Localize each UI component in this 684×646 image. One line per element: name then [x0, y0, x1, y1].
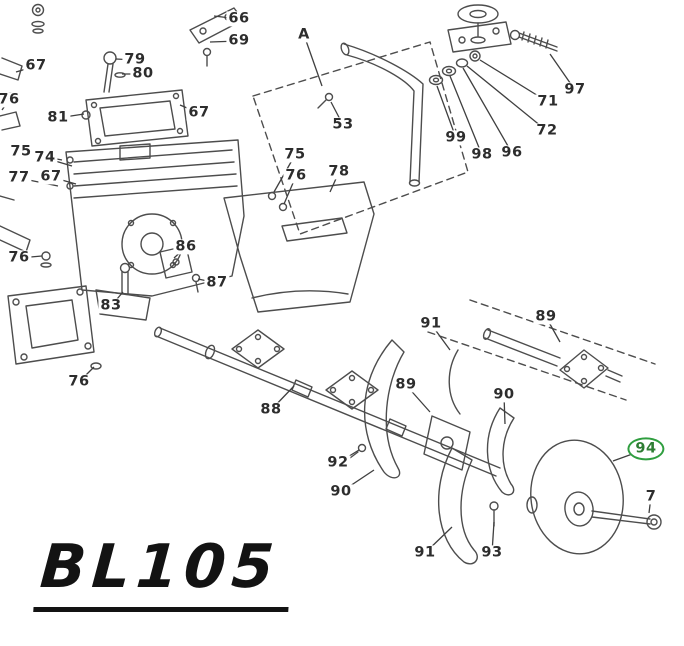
callout-67: 67: [186, 104, 212, 121]
callout-76: 76: [6, 249, 32, 266]
disc-wheel: [489, 439, 662, 555]
callout-75: 75: [8, 143, 34, 160]
leader-line: [436, 85, 457, 139]
bolt-97: [509, 29, 558, 52]
flange-plates: [231, 329, 379, 410]
callout-87: 87: [204, 274, 230, 291]
callout-97: 97: [562, 81, 588, 98]
callout-76: 76: [283, 167, 309, 184]
callout-74: 74: [32, 149, 58, 166]
callout-67: 67: [38, 168, 64, 185]
callout-78: 78: [326, 163, 352, 180]
callout-76: 76: [66, 373, 92, 390]
callout-90: 90: [328, 483, 354, 500]
tine-plane-dashed: [427, 299, 656, 401]
callout-89: 89: [533, 308, 559, 325]
assembly-plane-dashed: [252, 41, 469, 235]
leader-line: [462, 67, 513, 154]
model-number: BL105: [33, 532, 295, 612]
callout-88: 88: [258, 401, 284, 418]
callout-93: 93: [479, 544, 505, 561]
callout-69: 69: [226, 32, 252, 49]
right-shaft-89: [482, 328, 623, 389]
callout-77: 77: [6, 169, 32, 186]
carburetor-plate: [81, 89, 189, 161]
callout-76: 76: [0, 92, 22, 108]
handle-tube: [317, 42, 424, 187]
callout-91: 91: [412, 544, 438, 561]
screw-79-80: [103, 51, 126, 93]
callout-79: 79: [122, 51, 148, 68]
callout-71: 71: [535, 93, 561, 110]
callout-72: 72: [534, 122, 560, 139]
highlighted-callout-94[interactable]: 94: [627, 437, 665, 461]
bolt-83: [119, 262, 131, 295]
callout-81: 81: [45, 109, 71, 126]
callout-66: 66: [226, 10, 252, 27]
callout-89: 89: [393, 376, 419, 393]
callout-67: 67: [23, 57, 49, 74]
pulley-hardware: [428, 4, 512, 86]
callout-96: 96: [499, 144, 525, 161]
belt-guard: [223, 181, 375, 313]
callout-91: 91: [418, 315, 444, 332]
callout-98: 98: [469, 146, 495, 163]
leader-line: [449, 75, 483, 156]
left-bracket: [7, 285, 102, 370]
edge-parts-left: [0, 57, 52, 268]
callout-92: 92: [325, 454, 351, 471]
callout-75: 75: [282, 146, 308, 163]
callout-53: 53: [330, 116, 356, 133]
leader-line: [466, 65, 548, 132]
callout-7: 7: [643, 488, 659, 505]
callout-86: 86: [173, 238, 199, 255]
fastener-cluster-topleft: [31, 3, 45, 34]
leader-line: [303, 34, 323, 87]
engine-block: [65, 139, 245, 321]
callout-99: 99: [443, 129, 469, 146]
callout-83: 83: [98, 297, 124, 314]
callout-80: 80: [130, 65, 156, 82]
callout-90: 90: [491, 386, 517, 403]
tine-hub: [349, 415, 471, 471]
tine-blades: [363, 339, 515, 565]
callout-A: A: [296, 26, 312, 43]
